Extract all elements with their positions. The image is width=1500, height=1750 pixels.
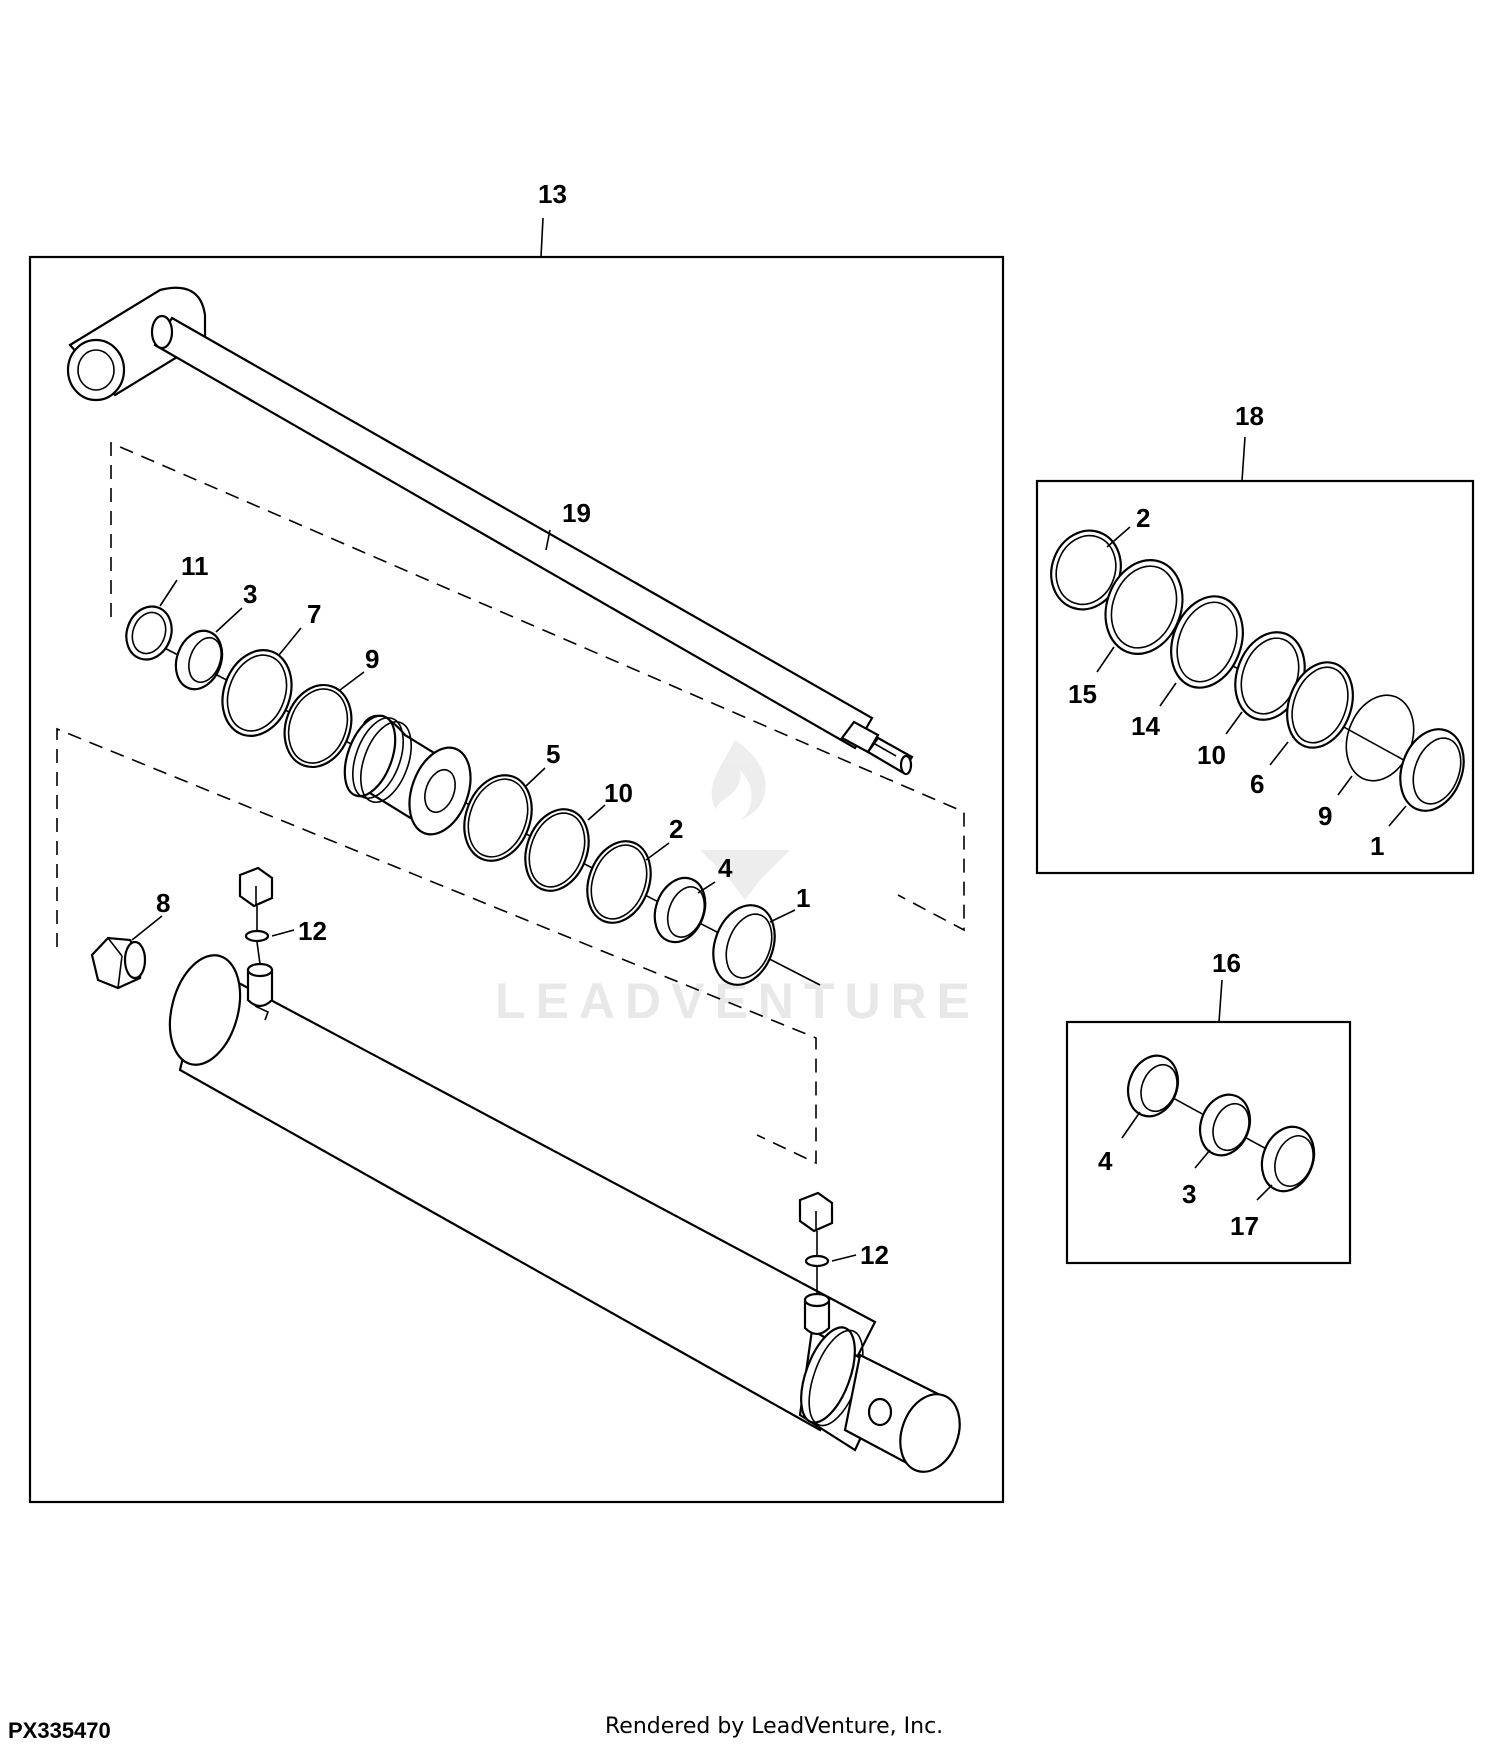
plug-lower	[798, 1191, 834, 1294]
callout-3: 3	[243, 579, 257, 609]
callout-1: 1	[796, 883, 810, 913]
callout-7: 7	[307, 599, 321, 629]
callout-16-4: 4	[1098, 1146, 1113, 1176]
figure-id: PX335470	[8, 1718, 111, 1743]
seal-kit-18	[1050, 529, 1465, 812]
group-16-box	[1065, 1020, 1352, 1265]
callout-12-upper: 12	[298, 916, 327, 946]
callout-group-16: 16	[1212, 948, 1241, 978]
callout-18-14: 14	[1131, 711, 1160, 741]
callout-16-3: 3	[1182, 1179, 1196, 1209]
callout-16-17: 17	[1230, 1211, 1259, 1241]
alignment-lines-lower	[56, 727, 817, 1165]
callout-5: 5	[546, 739, 560, 769]
group-18-box	[1035, 479, 1475, 875]
callout-8: 8	[156, 888, 170, 918]
plug-upper	[238, 866, 274, 965]
callout-9: 9	[365, 644, 379, 674]
callout-18-6: 6	[1250, 769, 1264, 799]
hex-nut-8	[90, 936, 147, 990]
callout-19: 19	[562, 498, 591, 528]
alignment-lines-upper	[110, 441, 965, 932]
callout-group-18: 18	[1235, 401, 1264, 431]
cylinder-barrel	[168, 954, 961, 1473]
callout-18-10: 10	[1197, 740, 1226, 770]
callout-group-13: 13	[538, 179, 567, 209]
piston-rod-assembly	[66, 286, 914, 776]
rendered-by-credit: Rendered by LeadVenture, Inc.	[605, 1714, 944, 1739]
callout-12-lower: 12	[860, 1240, 889, 1270]
callout-18-2: 2	[1136, 503, 1150, 533]
piston-seal-stack	[125, 605, 821, 986]
callout-4: 4	[718, 853, 733, 883]
callout-11: 11	[181, 551, 209, 581]
callout-18-15: 15	[1068, 679, 1097, 709]
seal-kit-16	[1126, 1054, 1316, 1193]
callout-2: 2	[669, 814, 683, 844]
callout-18-1: 1	[1370, 831, 1384, 861]
callout-10: 10	[604, 778, 633, 808]
group-13-box	[28, 255, 1005, 1504]
callout-18-9: 9	[1318, 801, 1332, 831]
